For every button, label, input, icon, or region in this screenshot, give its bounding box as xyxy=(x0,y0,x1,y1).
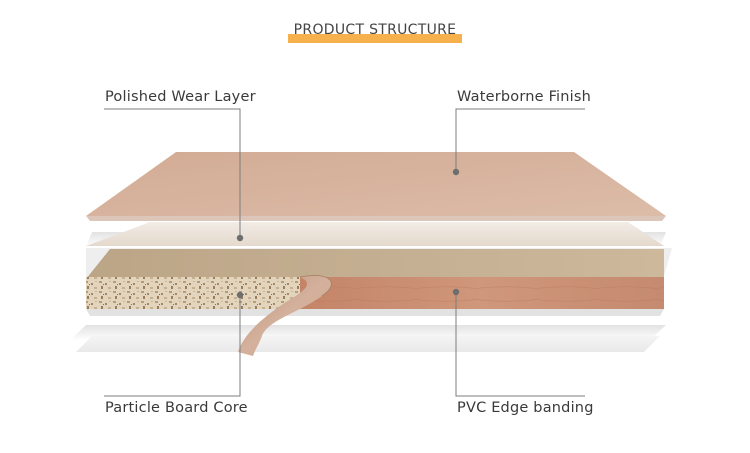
callout-dot-core xyxy=(236,291,244,299)
label-polished-wear-layer: Polished Wear Layer xyxy=(105,89,256,105)
wear-layer xyxy=(86,222,666,247)
bottom-layer xyxy=(70,325,666,360)
section-title: PRODUCT STRUCTURE xyxy=(287,14,463,43)
board-core xyxy=(86,248,672,356)
title-block: PRODUCT STRUCTURE xyxy=(0,14,750,43)
label-waterborne-finish: Waterborne Finish xyxy=(457,89,592,105)
peeling-edge-strip xyxy=(238,275,332,356)
callout-dot-wear xyxy=(236,234,244,242)
callout-dot-edge xyxy=(452,288,460,296)
callout-dot-finish xyxy=(452,168,460,176)
callout-line-core xyxy=(104,295,241,397)
callouts xyxy=(104,108,585,397)
label-particle-board-core: Particle Board Core xyxy=(105,400,248,416)
label-pvc-edge-banding: PVC Edge banding xyxy=(457,400,594,416)
section-title-text: PRODUCT STRUCTURE xyxy=(293,22,457,38)
finish-layer xyxy=(86,152,666,221)
callout-line-wear xyxy=(104,108,241,238)
callout-line-finish xyxy=(455,108,585,172)
wear-layer-surface xyxy=(86,222,664,246)
callout-line-edge xyxy=(455,292,585,397)
finish-layer-surface xyxy=(86,152,666,216)
